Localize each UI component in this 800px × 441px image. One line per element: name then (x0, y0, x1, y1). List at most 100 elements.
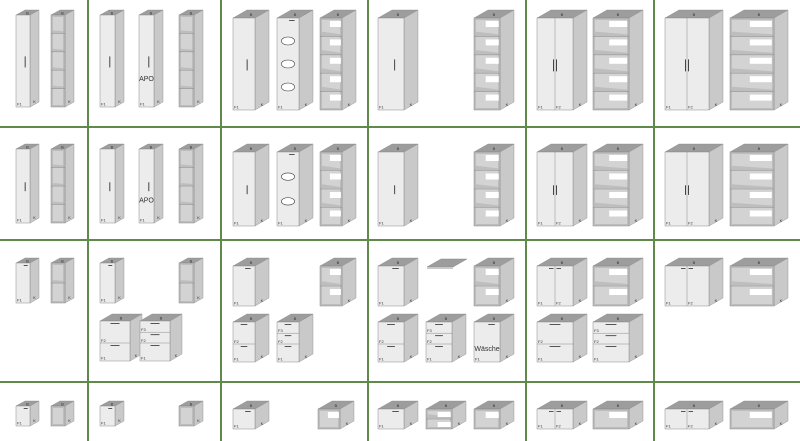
svg-text:K: K (68, 215, 71, 220)
top-label: B (111, 401, 114, 406)
top-label: B (294, 12, 297, 17)
center-text: APO (139, 76, 154, 83)
svg-text:K: K (305, 218, 308, 223)
svg-text:K: K (261, 298, 264, 303)
top-label: B (150, 10, 153, 15)
svg-text:F1: F1 (234, 424, 239, 429)
svg-text:F2: F2 (688, 221, 693, 226)
svg-text:F1: F1 (379, 221, 384, 226)
svg-text:K: K (579, 421, 582, 426)
svg-text:F1: F1 (666, 105, 671, 110)
svg-text:K: K (506, 298, 509, 303)
svg-text:K: K (410, 298, 413, 303)
svg-text:F1: F1 (101, 218, 106, 223)
svg-text:F1: F1 (278, 357, 283, 362)
cabinet-panel[interactable] (426, 258, 469, 270)
top-label: B (397, 12, 400, 17)
grid-row-divider (0, 239, 800, 241)
svg-text:K: K (305, 354, 308, 359)
svg-text:F1: F1 (379, 105, 384, 110)
svg-text:K: K (197, 295, 200, 300)
svg-text:F1: F1 (475, 357, 480, 362)
svg-text:K: K (197, 215, 200, 220)
svg-text:K: K (33, 295, 36, 300)
svg-text:K: K (635, 218, 638, 223)
top-label: B (26, 10, 29, 15)
svg-text:K: K (780, 298, 783, 303)
top-label: B (61, 258, 64, 263)
top-label: B (617, 146, 620, 151)
svg-text:K: K (118, 295, 121, 300)
svg-text:F1: F1 (666, 424, 671, 429)
svg-text:F1: F1 (278, 221, 283, 226)
svg-text:K: K (635, 354, 638, 359)
center-text: APO (139, 197, 154, 204)
top-label: B (617, 260, 620, 265)
svg-text:K: K (579, 102, 582, 107)
top-label: B (120, 315, 123, 320)
